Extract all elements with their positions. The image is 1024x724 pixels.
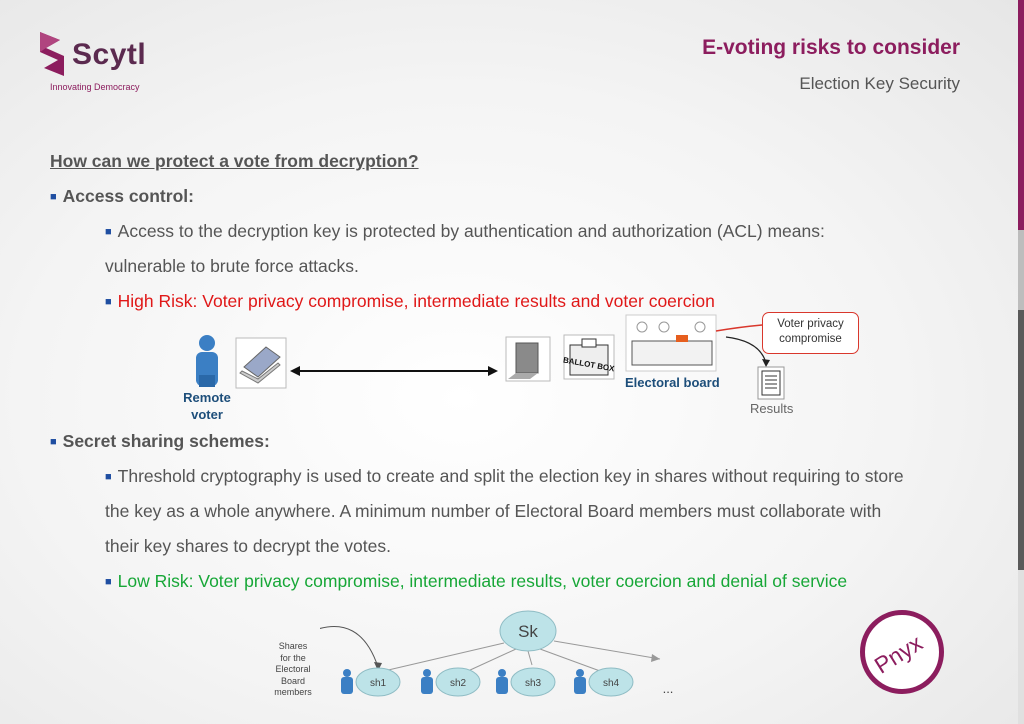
logo-wordmark: Scytl	[72, 38, 147, 71]
member-person-icon	[496, 669, 508, 694]
member-person-icon	[421, 669, 433, 694]
secret-sharing-text-line1: ■Threshold cryptography is used to creat…	[105, 466, 904, 486]
bullet-icon: ■	[105, 471, 112, 483]
high-risk-text: ■High Risk: Voter privacy compromise, in…	[105, 291, 715, 311]
right-edge-bar	[1018, 0, 1024, 724]
results-label: Results	[750, 401, 794, 416]
secret-sharing-heading: ■Secret sharing schemes:	[50, 431, 270, 451]
section-question: How can we protect a vote from decryptio…	[50, 151, 419, 171]
shares-label: Shares for the Electoral Board members	[274, 641, 312, 697]
electoral-board-label: Electoral board	[625, 375, 720, 390]
results-document-icon	[757, 366, 785, 400]
share-node: sh3	[525, 678, 542, 689]
share-node: sh2	[450, 678, 467, 689]
share-node: sh1	[370, 678, 387, 689]
secret-sharing-text-line2: the key as a whole anywhere. A minimum n…	[105, 501, 882, 521]
electoral-board-icon	[625, 314, 717, 372]
ballot-box-icon: BALLOT BOX	[562, 334, 616, 380]
remote-voting-diagram: BALLOT BOX	[196, 314, 785, 400]
member-person-icon	[341, 669, 353, 694]
low-risk-text: ■Low Risk: Voter privacy compromise, int…	[105, 571, 848, 591]
laptop-icon	[235, 337, 287, 389]
logo-tagline: Innovating Democracy	[50, 82, 140, 92]
pnyx-logo: Pnyx	[860, 610, 944, 694]
scytl-logo-icon	[40, 32, 64, 76]
share-node: sh4	[603, 678, 620, 689]
member-person-icon	[574, 669, 586, 694]
server-icon	[505, 336, 551, 382]
secret-sharing-diagram: Sk sh1 sh2 sh3 sh4 ...	[320, 610, 674, 697]
secret-sharing-text-line3: their key shares to decrypt the votes.	[105, 536, 391, 556]
page-title: E-voting risks to consider	[702, 36, 960, 59]
double-arrow-icon	[290, 366, 498, 376]
ellipsis: ...	[663, 681, 674, 696]
page-subtitle: Election Key Security	[799, 74, 960, 93]
access-control-heading: ■Access control:	[50, 186, 194, 206]
bullet-icon: ■	[105, 296, 112, 308]
access-control-text-line2: vulnerable to brute force attacks.	[105, 256, 359, 276]
voter-person-icon	[196, 335, 218, 387]
bullet-icon: ■	[105, 226, 112, 238]
access-control-text-line1: ■Access to the decryption key is protect…	[105, 221, 825, 241]
bullet-icon: ■	[105, 576, 112, 588]
bullet-icon: ■	[50, 436, 57, 448]
secret-key-node: Sk	[518, 622, 538, 641]
bullet-icon: ■	[50, 191, 57, 203]
